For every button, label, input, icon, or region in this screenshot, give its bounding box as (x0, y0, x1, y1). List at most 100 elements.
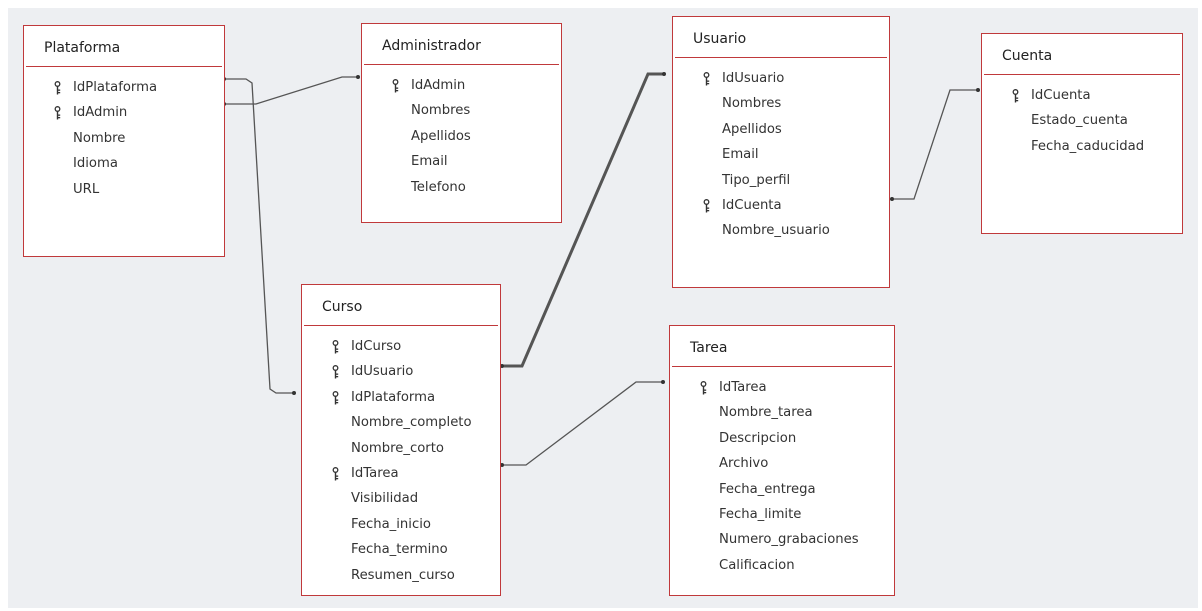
field-label: Nombre_completo (351, 415, 472, 431)
field-calificacion[interactable]: Calificacion (670, 553, 894, 578)
field-label: IdUsuario (351, 364, 414, 380)
field-resumen-curso[interactable]: Resumen_curso (302, 563, 500, 588)
field-archivo[interactable]: Archivo (670, 451, 894, 476)
field-nombres[interactable]: Nombres (362, 98, 561, 123)
field-label: Nombre_corto (351, 440, 444, 456)
field-label: Resumen_curso (351, 567, 455, 583)
field-url[interactable]: URL (24, 177, 224, 202)
field-nombre-tarea[interactable]: Nombre_tarea (670, 400, 894, 425)
field-visibilidad[interactable]: Visibilidad (302, 486, 500, 511)
field-label: Nombres (411, 103, 471, 119)
field-label: Nombre (73, 130, 126, 146)
field-label: Visibilidad (351, 491, 419, 507)
table-title: Tarea (672, 326, 892, 367)
field-idplataforma[interactable]: IdPlataforma (24, 75, 224, 100)
field-apellidos[interactable]: Apellidos (362, 124, 561, 149)
primary-key-icon (700, 381, 707, 395)
field-label: Calificacion (719, 557, 795, 573)
field-label: Descripcion (719, 430, 797, 446)
field-idadmin[interactable]: IdAdmin (24, 100, 224, 125)
relationship-line-curso-usuario[interactable] (500, 72, 666, 368)
table-title: Usuario (675, 17, 887, 58)
field-nombre-corto[interactable]: Nombre_corto (302, 436, 500, 461)
field-email[interactable]: Email (673, 142, 889, 167)
primary-key-icon (332, 467, 339, 481)
relationship-line-curso-tarea[interactable] (500, 380, 665, 467)
primary-key-icon (392, 79, 399, 93)
field-label: Apellidos (411, 128, 471, 144)
primary-key-icon (54, 106, 61, 120)
field-label: IdTarea (351, 465, 399, 481)
field-fecha-caducidad[interactable]: Fecha_caducidad (982, 134, 1182, 159)
field-nombre-usuario[interactable]: Nombre_usuario (673, 218, 889, 243)
field-label: Idioma (73, 156, 118, 172)
field-nombre-completo[interactable]: Nombre_completo (302, 410, 500, 435)
field-label: IdCuenta (1031, 88, 1091, 103)
field-email[interactable]: Email (362, 149, 561, 174)
field-telefono[interactable]: Telefono (362, 175, 561, 200)
field-fecha-entrega[interactable]: Fecha_entrega (670, 477, 894, 502)
field-label: Fecha_entrega (719, 481, 816, 497)
field-label: Fecha_termino (351, 542, 448, 558)
field-idadmin[interactable]: IdAdmin (362, 73, 561, 98)
field-idusuario[interactable]: IdUsuario (302, 359, 500, 384)
table-title: Curso (304, 285, 498, 326)
primary-key-icon (703, 72, 710, 86)
primary-key-icon (332, 365, 339, 379)
table-title: Cuenta (984, 34, 1180, 75)
primary-key-icon (332, 340, 339, 354)
field-idplataforma[interactable]: IdPlataforma (302, 385, 500, 410)
primary-key-icon (703, 199, 710, 213)
field-label: IdAdmin (411, 78, 466, 93)
field-label: IdCurso (351, 339, 402, 354)
field-label: IdAdmin (73, 105, 128, 121)
field-label: Apellidos (722, 121, 782, 137)
field-label: IdPlataforma (351, 389, 436, 405)
field-idusuario[interactable]: IdUsuario (673, 66, 889, 91)
field-label: Email (722, 147, 759, 163)
field-fecha-limite[interactable]: Fecha_limite (670, 502, 894, 527)
field-idcuenta[interactable]: IdCuenta (673, 193, 889, 218)
field-tipo-perfil[interactable]: Tipo_perfil (673, 168, 889, 193)
field-label: Telefono (411, 179, 466, 195)
field-label: IdUsuario (722, 71, 785, 86)
primary-key-icon (1012, 89, 1019, 103)
field-label: Fecha_limite (719, 506, 802, 522)
relationship-line-usuario-cuenta[interactable] (890, 88, 980, 201)
relationship-line-plataforma-curso[interactable] (222, 77, 296, 395)
field-idtarea[interactable]: IdTarea (302, 461, 500, 486)
field-label: Email (411, 154, 448, 170)
table-title: Plataforma (26, 26, 222, 67)
field-idtarea[interactable]: IdTarea (670, 375, 894, 400)
field-idcuenta[interactable]: IdCuenta (982, 83, 1182, 108)
field-label: Tipo_perfil (722, 172, 791, 188)
primary-key-icon (54, 81, 61, 95)
field-nombres[interactable]: Nombres (673, 91, 889, 116)
field-label: Nombre_tarea (719, 405, 813, 421)
field-apellidos[interactable]: Apellidos (673, 117, 889, 142)
field-descripcion[interactable]: Descripcion (670, 426, 894, 451)
field-estado-cuenta[interactable]: Estado_cuenta (982, 108, 1182, 133)
field-idcurso[interactable]: IdCurso (302, 334, 500, 359)
relationship-lines (222, 72, 980, 467)
field-label: Nombres (722, 96, 782, 112)
field-fecha-inicio[interactable]: Fecha_inicio (302, 512, 500, 537)
field-idioma[interactable]: Idioma (24, 151, 224, 176)
field-fecha-termino[interactable]: Fecha_termino (302, 537, 500, 562)
field-numero-grabaciones[interactable]: Numero_grabaciones (670, 527, 894, 552)
field-nombre[interactable]: Nombre (24, 126, 224, 151)
primary-key-icon (332, 390, 339, 405)
field-label: Fecha_caducidad (1031, 138, 1145, 154)
